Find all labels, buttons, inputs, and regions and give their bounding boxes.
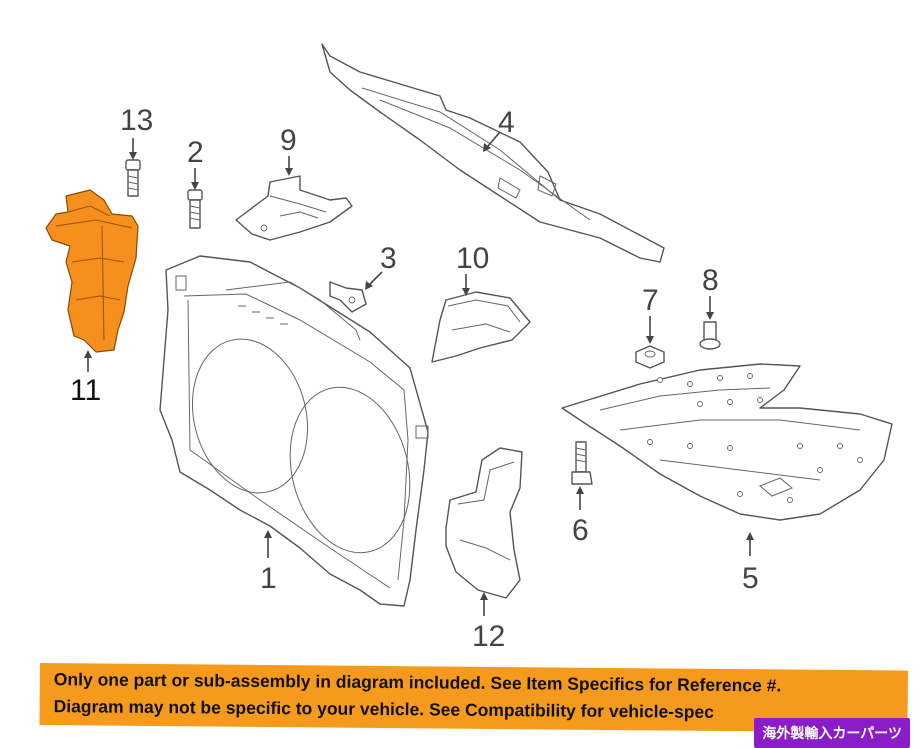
callout-1: 1 xyxy=(260,562,277,595)
callout-7: 7 xyxy=(642,284,659,317)
callout-6: 6 xyxy=(572,514,589,547)
callout-2: 2 xyxy=(187,136,204,169)
callout-10: 10 xyxy=(456,242,489,275)
callout-4: 4 xyxy=(498,106,515,139)
callout-8: 8 xyxy=(702,264,719,297)
part-11-highlighted-air-guide xyxy=(45,189,139,353)
part-12-air-guide xyxy=(445,447,523,599)
part-2-bolt xyxy=(187,189,203,229)
leader-lines xyxy=(84,131,754,616)
callout-13: 13 xyxy=(120,104,153,137)
part-3-small-bracket xyxy=(329,281,367,313)
callout-labels: 13 2 9 4 3 10 7 8 11 6 1 12 5 xyxy=(70,104,759,653)
callout-3: 3 xyxy=(380,242,397,275)
disclaimer-line-2: Diagram may not be specific to your vehi… xyxy=(53,696,715,722)
part-6-bolt xyxy=(571,441,593,485)
part-5-under-cover xyxy=(561,363,893,521)
part-8-clip xyxy=(699,321,721,350)
watermark-badge: 海外製輸入カーパーツ xyxy=(754,718,910,748)
callout-11: 11 xyxy=(70,374,101,407)
callout-12: 12 xyxy=(472,620,505,653)
callout-9: 9 xyxy=(280,124,297,157)
part-9-bracket xyxy=(235,175,353,241)
part-10-deflector xyxy=(431,291,531,363)
disclaimer-line-1: Only one part or sub-assembly in diagram… xyxy=(53,669,782,696)
part-13-bolt xyxy=(125,159,141,197)
part-4-upper-cover xyxy=(321,43,665,263)
part-7-nut xyxy=(635,345,665,369)
callout-5: 5 xyxy=(742,562,759,595)
part-1-radiator-support xyxy=(159,255,429,607)
parts-diagram: 13 2 9 4 3 10 7 8 11 6 1 12 5 xyxy=(45,43,893,653)
